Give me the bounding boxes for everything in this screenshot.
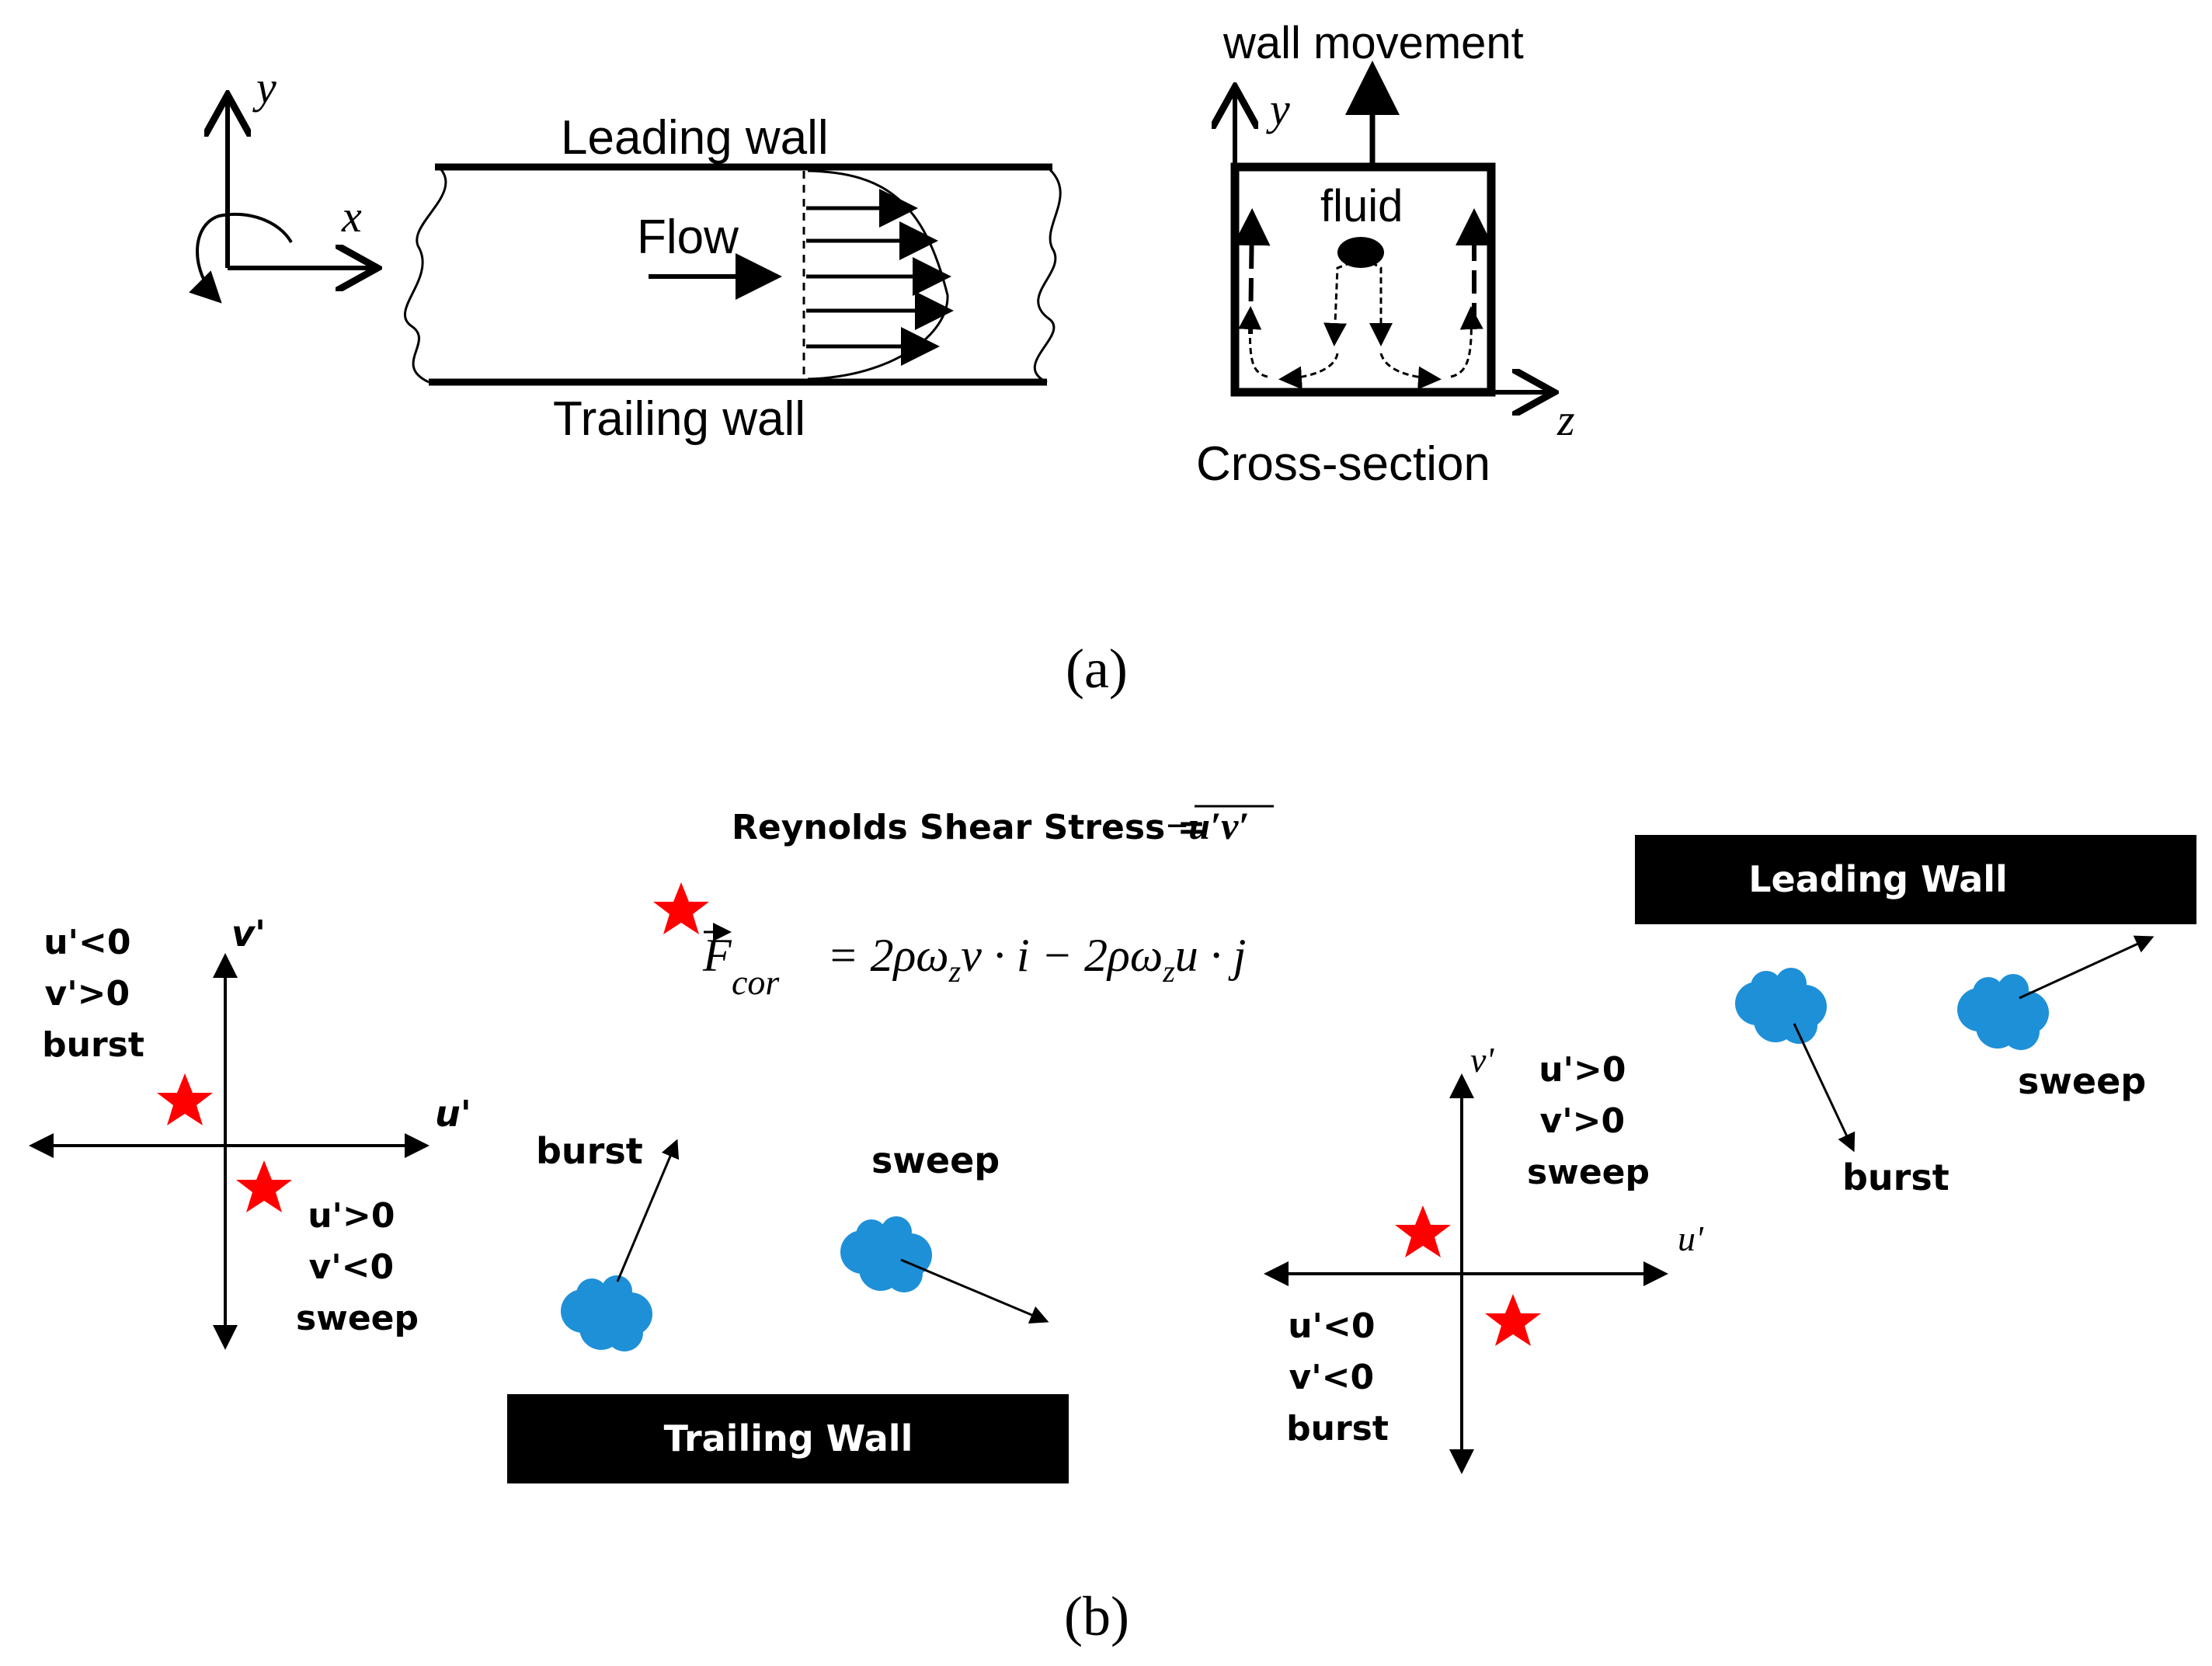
vortex-right-up: [1450, 306, 1483, 378]
reynolds-label: Reynolds Shear Stress =: [732, 808, 1205, 847]
cross-section-box: [1230, 162, 1496, 397]
trailing-sweep-label: sweep: [871, 1139, 1000, 1181]
left-quadrant: u' v' u'<0 v'>0 burst u'>0 v'<0 sweep: [29, 913, 471, 1350]
cs-axis-z-label: z: [1556, 395, 1575, 445]
right-q2-star-icon: [1395, 1205, 1451, 1257]
leading-burst-label: burst: [1842, 1156, 1949, 1198]
leading-sweep-label: sweep: [2018, 1060, 2146, 1102]
flow-label: Flow: [637, 210, 739, 264]
left-q4-star-icon: [236, 1160, 292, 1212]
leading-wall-label: Leading wall: [561, 111, 829, 165]
trailing-wall-label: Trailing wall: [553, 392, 805, 446]
caption-b: (b): [1064, 1585, 1129, 1647]
cross-section: wall movement y z fluid Cross-section: [1196, 18, 1575, 491]
panel-a: y x Leading wall Trailing wall Flow wall…: [189, 18, 1575, 700]
fluid-particle: [1337, 237, 1384, 268]
right-q3-labels: u'<0 v'<0 burst: [1286, 1306, 1389, 1449]
coriolis-rhs: = 2ρωzv · i − 2ρωzu · j: [827, 930, 1246, 989]
left-axis-v-label: v': [231, 913, 266, 955]
cross-section-label: Cross-section: [1196, 437, 1490, 491]
channel: Leading wall Trailing wall Flow: [404, 111, 1062, 446]
rotation-axes: y x: [189, 62, 373, 304]
left-q4-labels: u'>0 v'<0 sweep: [296, 1196, 419, 1338]
trailing-wall-scene: burst sweep Trailing Wall: [507, 1130, 1069, 1483]
coriolis-equation: F cor = 2ρωzv · i − 2ρωzu · j: [702, 923, 1246, 1002]
leading-wall-label: Leading Wall: [1748, 858, 2008, 900]
coriolis-sub: cor: [732, 962, 780, 1002]
trailing-sweep-eddy-icon: [840, 1216, 932, 1292]
vortex-left-wall: [1233, 208, 1271, 335]
leading-sweep-arrow: [2019, 935, 2155, 1000]
right-q4-star-icon: [1485, 1294, 1541, 1346]
left-cut-edge: [404, 165, 447, 384]
vortex-right-down: [1369, 261, 1393, 346]
leading-wall-block: [1635, 835, 2196, 924]
axis-y-label: y: [252, 62, 276, 113]
trailing-burst-eddy-icon: [561, 1275, 652, 1351]
leading-sweep-eddy-icon: [1957, 974, 2049, 1050]
leading-wall-scene: Leading Wall burst sweep: [1635, 835, 2196, 1198]
trailing-wall-label: Trailing Wall: [664, 1417, 913, 1459]
trailing-sweep-arrow: [900, 1258, 1049, 1324]
vortex-left-down: [1323, 261, 1352, 346]
axis-x-label: x: [341, 191, 362, 242]
panel-b: Reynolds Shear Stress = −u′v′ F cor = 2ρ…: [29, 804, 2196, 1647]
vortex-left-up: [1238, 306, 1268, 378]
right-q1-labels: u'>0 v'>0 sweep: [1527, 1050, 1650, 1192]
right-cut-edge: [1033, 165, 1062, 384]
reynolds-equation: Reynolds Shear Stress = −u′v′: [732, 804, 1274, 847]
right-quadrant: u' v' u'>0 v'>0 sweep u'<0 v'<0 burst: [1264, 1040, 1704, 1474]
right-axis-u-label: u': [1678, 1219, 1704, 1258]
leading-burst-eddy-icon: [1735, 968, 1827, 1044]
caption-a: (a): [1066, 638, 1128, 700]
wall-movement-label: wall movement: [1223, 18, 1524, 68]
left-q2-labels: u'<0 v'>0 burst: [42, 923, 144, 1065]
vortex-left-bottom: [1278, 353, 1339, 390]
trailing-burst-arrow: [616, 1139, 680, 1282]
trailing-burst-label: burst: [536, 1130, 643, 1172]
cs-axis-y-label: y: [1266, 84, 1290, 134]
vortex-right-bottom: [1379, 353, 1442, 390]
reynolds-expression: −u′v′: [1165, 804, 1249, 847]
rotation-arrow: [189, 212, 293, 304]
equation-star-icon: [653, 882, 709, 934]
right-axis-v-label: v': [1470, 1040, 1494, 1080]
left-q2-star-icon: [157, 1073, 213, 1125]
leading-burst-arrow: [1793, 1023, 1856, 1153]
left-axis-u-label: u': [435, 1093, 471, 1135]
fluid-label: fluid: [1320, 181, 1403, 231]
coriolis-lhs: F: [702, 930, 732, 981]
trailing-wall-block: [507, 1394, 1069, 1483]
